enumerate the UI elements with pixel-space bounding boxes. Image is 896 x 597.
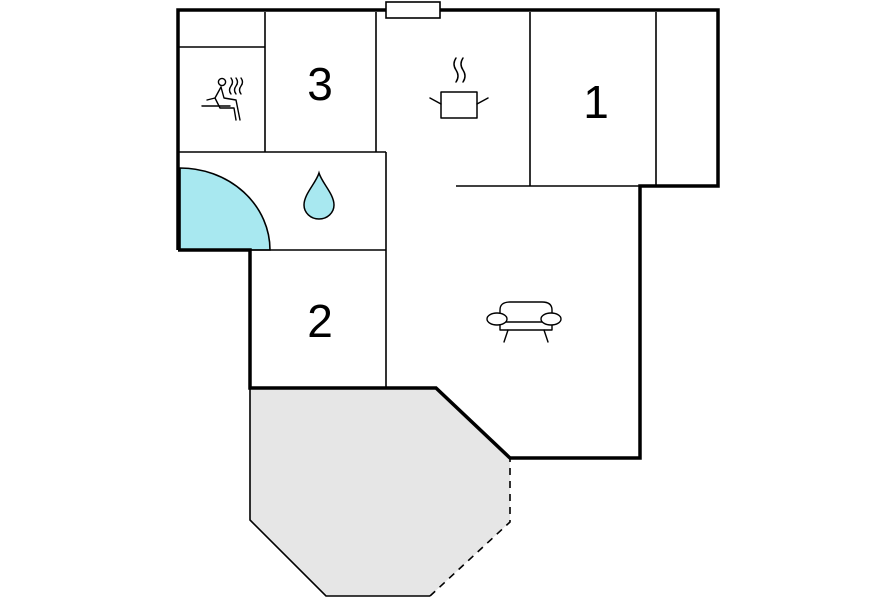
sofa-icon: [486, 301, 562, 343]
sauna-icon: [201, 77, 244, 121]
room-number-1: 1: [583, 76, 609, 128]
terrace-area: [250, 388, 510, 596]
cooking-pot-icon: [429, 57, 489, 119]
interior-walls: [178, 12, 718, 388]
water-drop-icon: [303, 170, 335, 220]
terrace-open-edge: [429, 458, 511, 597]
terrace-edge: [249, 388, 430, 597]
exterior-walls: [176, 8, 720, 460]
window: [385, 1, 441, 19]
room-number-3: 3: [307, 58, 333, 110]
shower-quarter-circle: [179, 167, 271, 251]
room-number-2: 2: [307, 295, 333, 347]
terrace: [249, 388, 511, 597]
